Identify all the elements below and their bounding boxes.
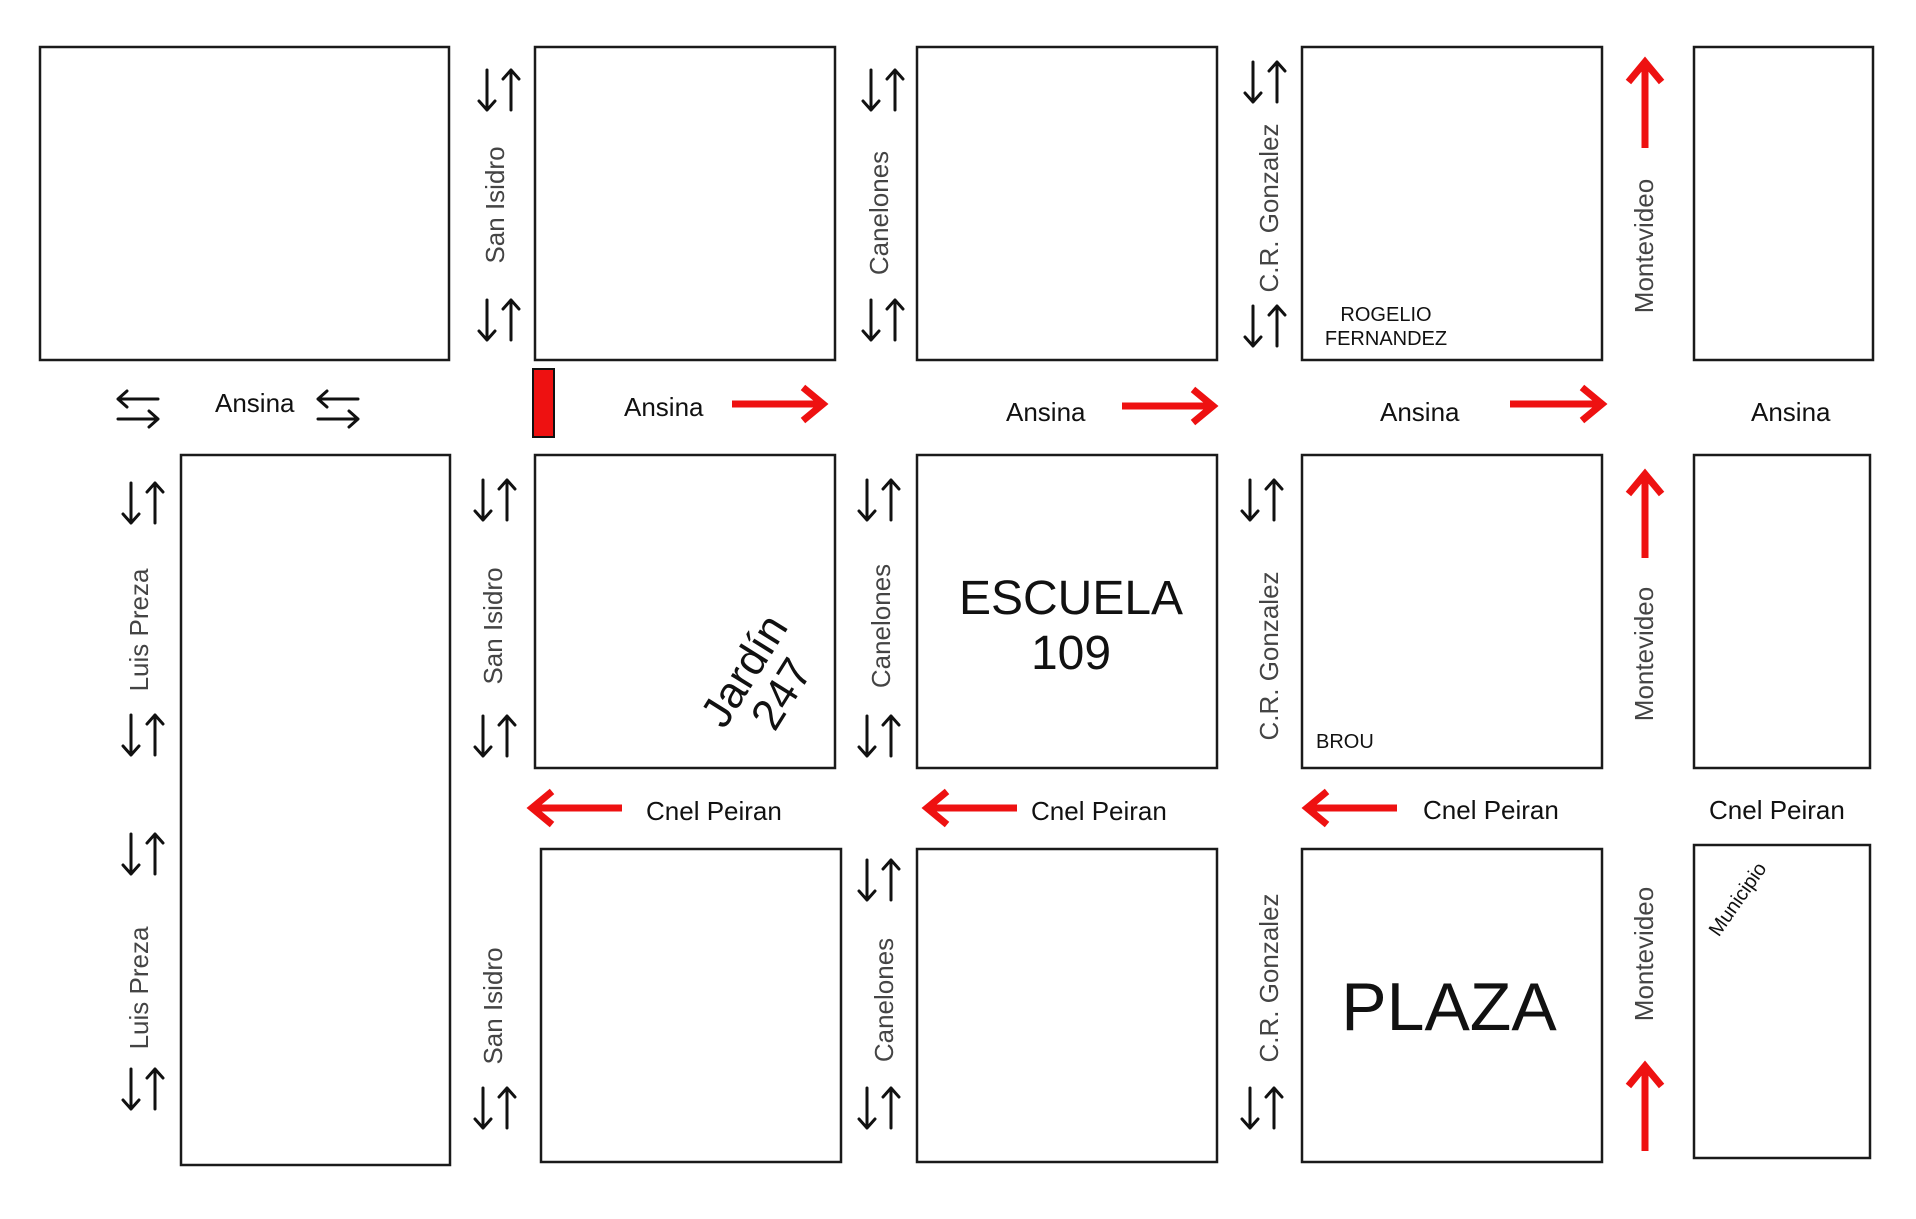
block-row1-col2: [533, 45, 837, 362]
block-row1-col5: [1692, 45, 1875, 362]
block-jardin: [533, 453, 837, 770]
horizontal-street-labels: Ansina Ansina Ansina Ansina Ansina Cnel …: [215, 388, 1845, 826]
block-row2-col5: [1692, 453, 1872, 770]
one-way-red-arrow-icon: [1122, 386, 1219, 426]
label-brou: BROU: [1316, 731, 1374, 753]
block-municipio: [1692, 843, 1872, 1160]
block-row3-col3: [915, 847, 1219, 1164]
street-label-canelones: Canelones: [869, 938, 899, 1062]
one-way-red-arrow-icon: [732, 384, 829, 424]
street-label-cnel-peiran: Cnel Peiran: [1031, 796, 1167, 826]
two-way-vertical-arrows-icon: [1240, 1086, 1284, 1130]
two-way-vertical-arrows-icon: [477, 298, 521, 342]
two-way-vertical-arrows-icon: [861, 298, 905, 342]
one-way-red-arrow-icon: [526, 788, 622, 828]
place-labels: ROGELIO FERNANDEZ ESCUELA 109 Jardín 247…: [691, 304, 1771, 1045]
block-luis-preza-long: [179, 453, 452, 1167]
two-way-vertical-arrows-icon: [1240, 478, 1284, 522]
street-label-cr-gonzalez: C.R. Gonzalez: [1254, 571, 1284, 740]
street-label-san-isidro: San Isidro: [478, 947, 508, 1064]
city-blocks: [38, 45, 1875, 1167]
street-label-cnel-peiran: Cnel Peiran: [1709, 795, 1845, 825]
two-way-vertical-arrows-icon: [1243, 304, 1287, 348]
label-plaza: PLAZA: [1341, 969, 1557, 1045]
two-way-vertical-arrows-icon: [473, 714, 517, 758]
label-rogelio: ROGELIO: [1340, 304, 1431, 326]
street-label-montevideo: Montevideo: [1629, 179, 1659, 313]
two-way-vertical-arrows: [121, 60, 1287, 1130]
street-label-cr-gonzalez: C.R. Gonzalez: [1254, 893, 1284, 1062]
street-label-san-isidro: San Isidro: [480, 146, 510, 263]
street-label-luis-preza: Luis Preza: [124, 926, 154, 1049]
label-escuela-number: 109: [1031, 627, 1111, 680]
block-row1-col1: [38, 45, 451, 362]
one-way-red-arrow-icon: [1625, 468, 1665, 558]
two-way-horizontal-arrows-icon: [316, 389, 360, 429]
street-label-ansina: Ansina: [1751, 397, 1831, 427]
block-row1-col3: [915, 45, 1219, 362]
one-way-red-arrow-icon: [1301, 788, 1397, 828]
street-label-san-isidro: San Isidro: [478, 567, 508, 684]
two-way-vertical-arrows-icon: [473, 1086, 517, 1130]
label-escuela: ESCUELA: [959, 572, 1183, 625]
two-way-vertical-arrows-icon: [477, 68, 521, 112]
street-label-ansina: Ansina: [1380, 397, 1460, 427]
street-label-cnel-peiran: Cnel Peiran: [1423, 795, 1559, 825]
street-label-canelones: Canelones: [864, 151, 894, 275]
two-way-vertical-arrows-icon: [857, 1086, 901, 1130]
block-escuela: [915, 453, 1219, 770]
two-way-vertical-arrows-icon: [861, 68, 905, 112]
two-way-vertical-arrows-icon: [1243, 60, 1287, 104]
vertical-street-labels: San Isidro San Isidro San Isidro Canelon…: [124, 123, 1659, 1064]
block-plaza: [1300, 847, 1604, 1164]
street-label-canelones: Canelones: [866, 564, 896, 688]
two-way-vertical-arrows-icon: [121, 713, 165, 757]
block-row3-col2: [539, 847, 843, 1164]
street-label-ansina: Ansina: [1006, 397, 1086, 427]
two-way-vertical-arrows-icon: [121, 1067, 165, 1111]
one-way-red-arrow-icon: [921, 788, 1017, 828]
two-way-vertical-arrows-icon: [857, 478, 901, 522]
two-way-vertical-arrows-icon: [857, 714, 901, 758]
street-label-montevideo: Montevideo: [1629, 887, 1659, 1021]
street-label-luis-preza: Luis Preza: [124, 568, 154, 691]
street-label-cnel-peiran: Cnel Peiran: [646, 796, 782, 826]
street-label-cr-gonzalez: C.R. Gonzalez: [1254, 123, 1284, 292]
block-rogelio-fernandez: [1300, 45, 1604, 362]
two-way-horizontal-arrows: [116, 389, 360, 429]
street-label-montevideo: Montevideo: [1629, 587, 1659, 721]
two-way-vertical-arrows-icon: [121, 832, 165, 876]
two-way-vertical-arrows-icon: [857, 858, 901, 902]
location-marker: [532, 368, 555, 438]
one-way-arrows: [526, 56, 1665, 1151]
street-label-ansina: Ansina: [624, 392, 704, 422]
two-way-vertical-arrows-icon: [121, 481, 165, 525]
one-way-red-arrow-icon: [1625, 56, 1665, 148]
label-fernandez: FERNANDEZ: [1325, 328, 1447, 350]
two-way-vertical-arrows-icon: [473, 478, 517, 522]
two-way-horizontal-arrows-icon: [116, 389, 160, 429]
block-brou: [1300, 453, 1604, 770]
one-way-red-arrow-icon: [1625, 1060, 1665, 1151]
street-label-ansina: Ansina: [215, 388, 295, 418]
one-way-red-arrow-icon: [1510, 384, 1608, 424]
